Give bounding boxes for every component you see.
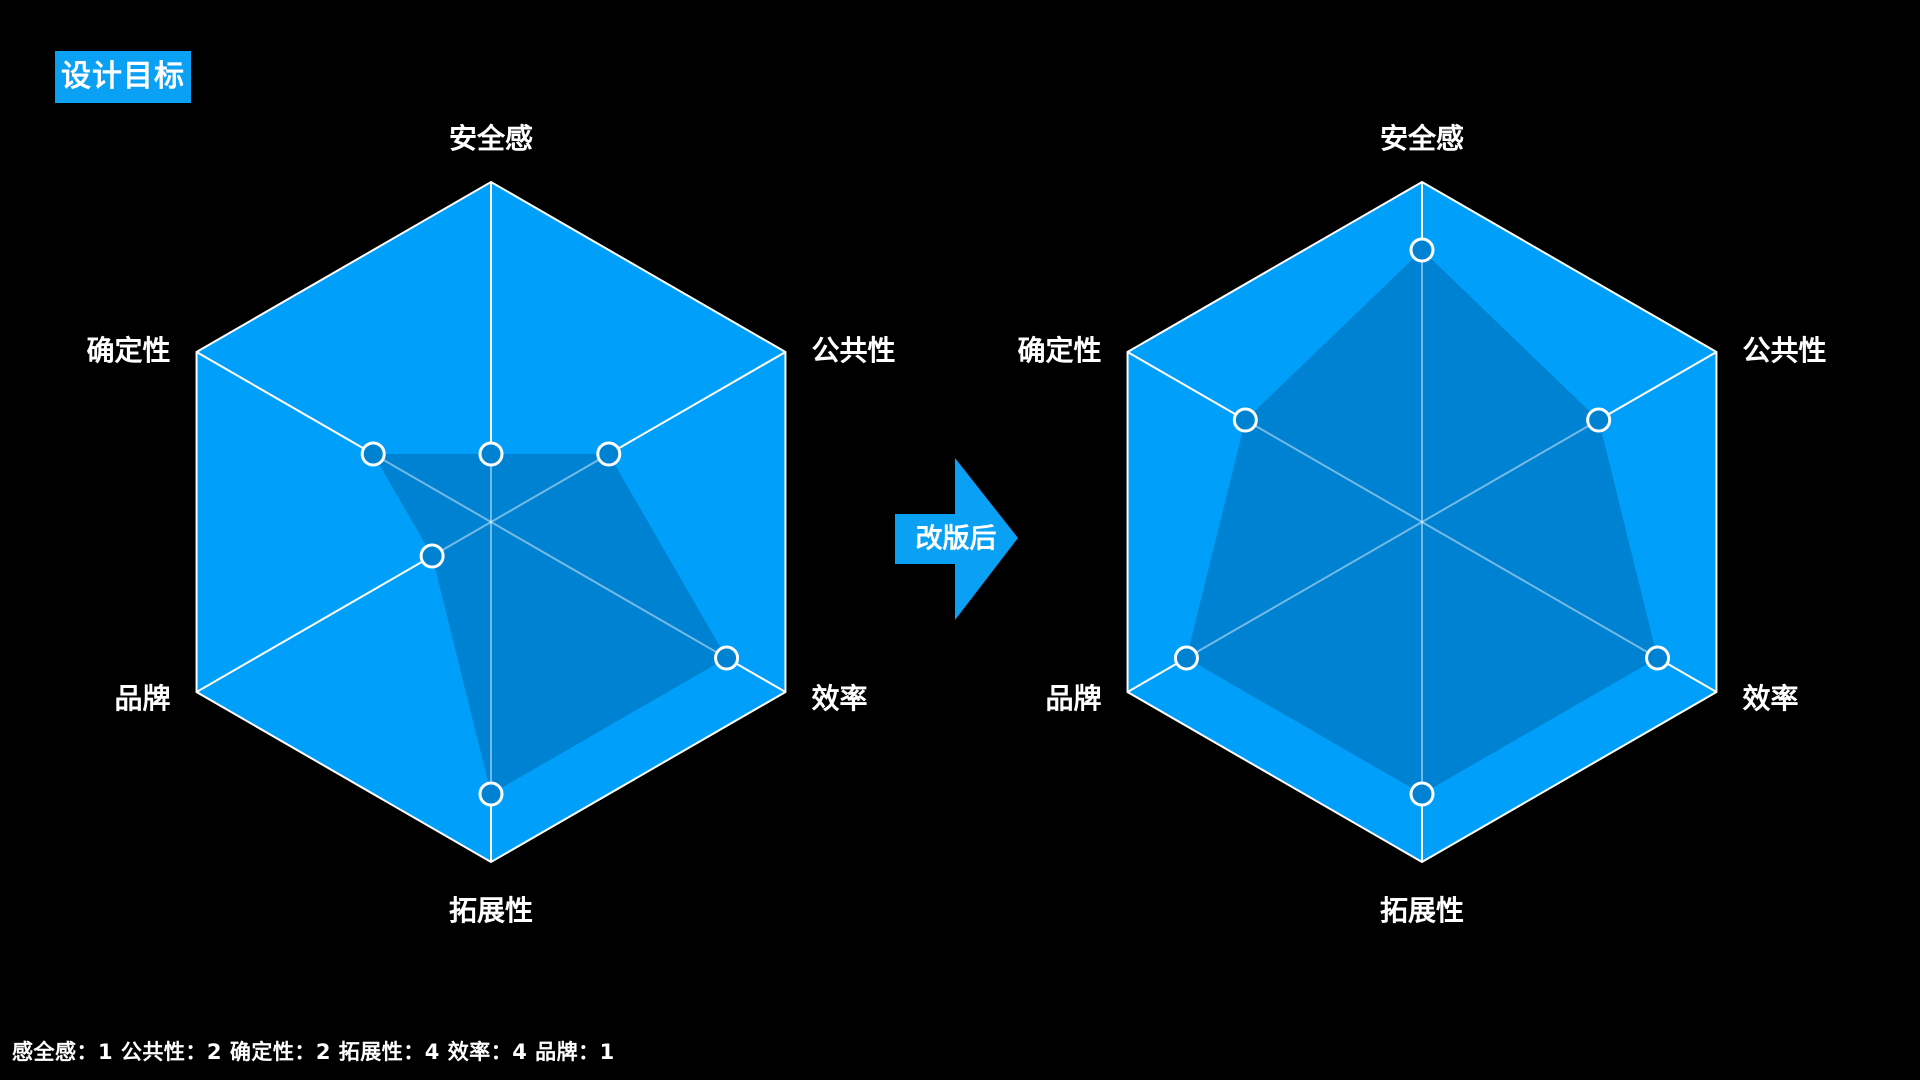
radar-axis-inner-line bbox=[490, 453, 610, 523]
radar-axis-inner-line bbox=[490, 521, 728, 659]
radar-axis-label: 安全感 bbox=[1380, 122, 1464, 155]
radar-data-area bbox=[373, 454, 727, 794]
radar-data-point-5 bbox=[419, 543, 445, 569]
radar-axis-label: 公共性 bbox=[1742, 334, 1826, 367]
radar-data-point-3 bbox=[1645, 645, 1671, 671]
score-summary: 感全感：1 公共性：2 确定性：2 拓展性：4 效率：4 品牌：1 bbox=[12, 1040, 615, 1064]
radar-axis-label: 拓展性 bbox=[1380, 894, 1464, 927]
radar-axis-inner-line bbox=[372, 453, 492, 523]
radar-axis-label: 效率 bbox=[1742, 682, 1798, 715]
radar-data-point-1 bbox=[478, 441, 504, 467]
radar-data-point-6 bbox=[360, 441, 386, 467]
page-title-badge: 设计目标 bbox=[55, 51, 191, 103]
arrow-label: 改版后 bbox=[916, 524, 997, 555]
radar-axis-label: 拓展性 bbox=[449, 894, 533, 927]
radar-axis-outer-line bbox=[1127, 351, 1246, 421]
radar-axis-inner-line bbox=[1185, 521, 1423, 659]
radar-axis-outer-line bbox=[196, 351, 374, 455]
radar-axis-label: 公共性 bbox=[811, 334, 895, 367]
radar-axis-inner-line bbox=[1421, 419, 1600, 523]
transition-arrow: 改版后 bbox=[895, 458, 1018, 620]
radar-data-point-6 bbox=[1232, 407, 1258, 433]
radar-axis-outer-line bbox=[1598, 351, 1717, 421]
radar-data-point-3 bbox=[714, 645, 740, 671]
radar-axis-outer-line bbox=[608, 351, 786, 455]
radar-data-point-4 bbox=[1409, 781, 1435, 807]
radar-data-area bbox=[1186, 250, 1658, 794]
radar-axis-inner-line bbox=[1421, 521, 1659, 659]
radar-data-point-5 bbox=[1173, 645, 1199, 671]
radar-axis-label: 确定性 bbox=[1018, 334, 1102, 367]
radar-axis-label: 效率 bbox=[811, 682, 867, 715]
radar-axis-outer-line bbox=[196, 555, 433, 693]
radar-axis-label: 品牌 bbox=[115, 682, 171, 715]
radar-data-point-2 bbox=[596, 441, 622, 467]
radar-axis-label: 品牌 bbox=[1046, 682, 1102, 715]
radar-axis-inner-line bbox=[1244, 419, 1423, 523]
radar-data-point-2 bbox=[1586, 407, 1612, 433]
arrow-shape bbox=[895, 458, 1018, 620]
radar-axis-label: 确定性 bbox=[87, 334, 171, 367]
radar-axis-label: 安全感 bbox=[449, 122, 533, 155]
radar-data-point-4 bbox=[478, 781, 504, 807]
radar-data-point-1 bbox=[1409, 237, 1435, 263]
